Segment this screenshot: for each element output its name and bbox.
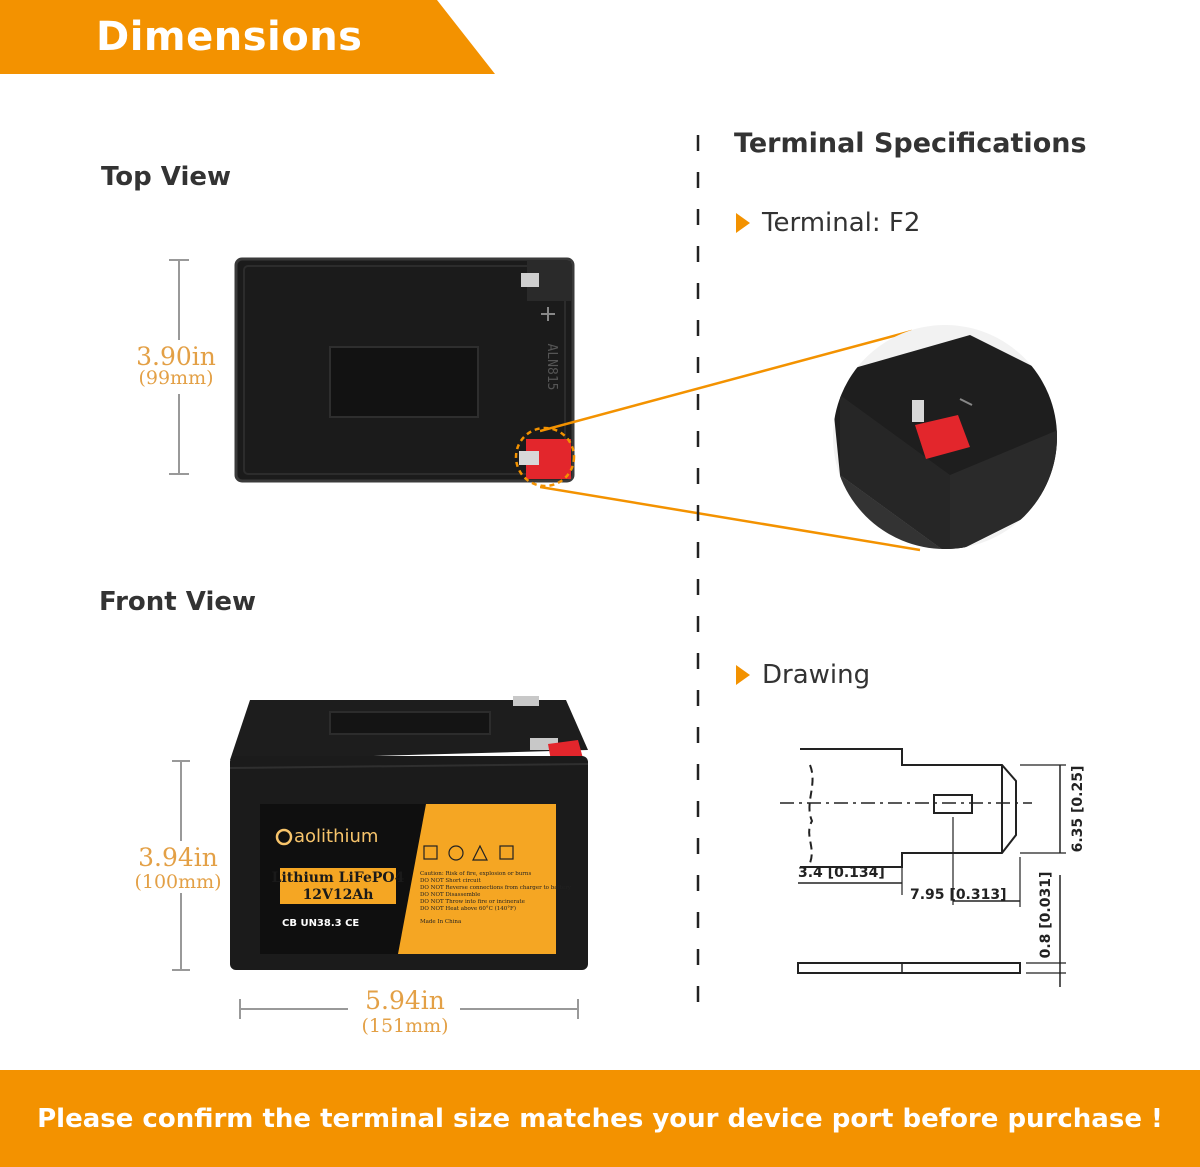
- header-banner: [0, 0, 495, 74]
- drawing-dim-length: 3.4 [0.134]: [798, 865, 885, 881]
- battery-front-view: aolithium Lithium LiFePO4 12V12Ah CB UN3…: [229, 696, 589, 970]
- front-width-inches: 5.94in: [365, 986, 445, 1015]
- front-height-mm: (100mm): [134, 871, 222, 893]
- front-view-height-line: [172, 760, 190, 971]
- terminal-callout: [540, 325, 1057, 552]
- top-height-mm: (99mm): [138, 367, 214, 389]
- section-divider: [696, 135, 700, 1020]
- battery-model-mark: ALN815: [544, 344, 559, 391]
- battery-warning-2: DO NOT Short circuit: [420, 878, 481, 884]
- footer-note: Please confirm the terminal size matches…: [37, 1103, 1163, 1134]
- battery-top-view: ALN815: [234, 257, 576, 488]
- battery-chemistry: Lithium LiFePO4: [272, 870, 405, 886]
- front-height-inches: 3.94in: [138, 843, 218, 872]
- battery-warning-3: DO NOT Reverse connections from charger …: [420, 885, 572, 891]
- battery-warning-4: DO NOT Disassemble: [420, 892, 480, 898]
- top-view-height-line: [169, 259, 189, 475]
- page-title: Dimensions: [96, 14, 363, 60]
- top-height-inches: 3.90in: [136, 342, 216, 371]
- battery-warning-5: DO NOT Throw into fire or incinerate: [420, 899, 525, 905]
- battery-capacity: 12V12Ah: [303, 887, 374, 903]
- terminal-type-text: Terminal: F2: [762, 208, 921, 238]
- drawing-item: Drawing: [736, 660, 870, 690]
- top-view-label: Top View: [101, 162, 232, 192]
- drawing-dim-width: 6.35 [0.25]: [1070, 766, 1086, 853]
- battery-brand: aolithium: [294, 826, 378, 847]
- terminal-drawing: 3.4 [0.134] 7.95 [0.313] 6.35 [0.25] 0.8…: [780, 748, 1086, 987]
- drawing-text: Drawing: [762, 660, 871, 690]
- orange-bullet-icon: [736, 665, 750, 685]
- terminal-type-item: Terminal: F2: [736, 208, 920, 238]
- battery-warning-1: Caution: Risk of fire, explosion or burn…: [420, 871, 531, 877]
- front-width-mm: (151mm): [361, 1015, 449, 1037]
- orange-bullet-icon: [736, 213, 750, 233]
- battery-warning-6: DO NOT Heat above 60°C (140°F): [420, 905, 516, 912]
- zoomed-terminal: [833, 335, 1057, 549]
- battery-made-in: Made In China: [420, 919, 462, 925]
- battery-certifications: CB UN38.3 CE: [282, 918, 359, 929]
- front-view-width-line: [239, 999, 579, 1019]
- terminal-specifications-title: Terminal Specifications: [734, 128, 1087, 159]
- footer-banner: [0, 1070, 1200, 1167]
- drawing-dim-hole-offset: 7.95 [0.313]: [910, 887, 1007, 903]
- battery-warning-icons: [423, 844, 514, 861]
- front-view-label: Front View: [99, 587, 257, 617]
- drawing-dim-thickness: 0.8 [0.031]: [1038, 872, 1054, 959]
